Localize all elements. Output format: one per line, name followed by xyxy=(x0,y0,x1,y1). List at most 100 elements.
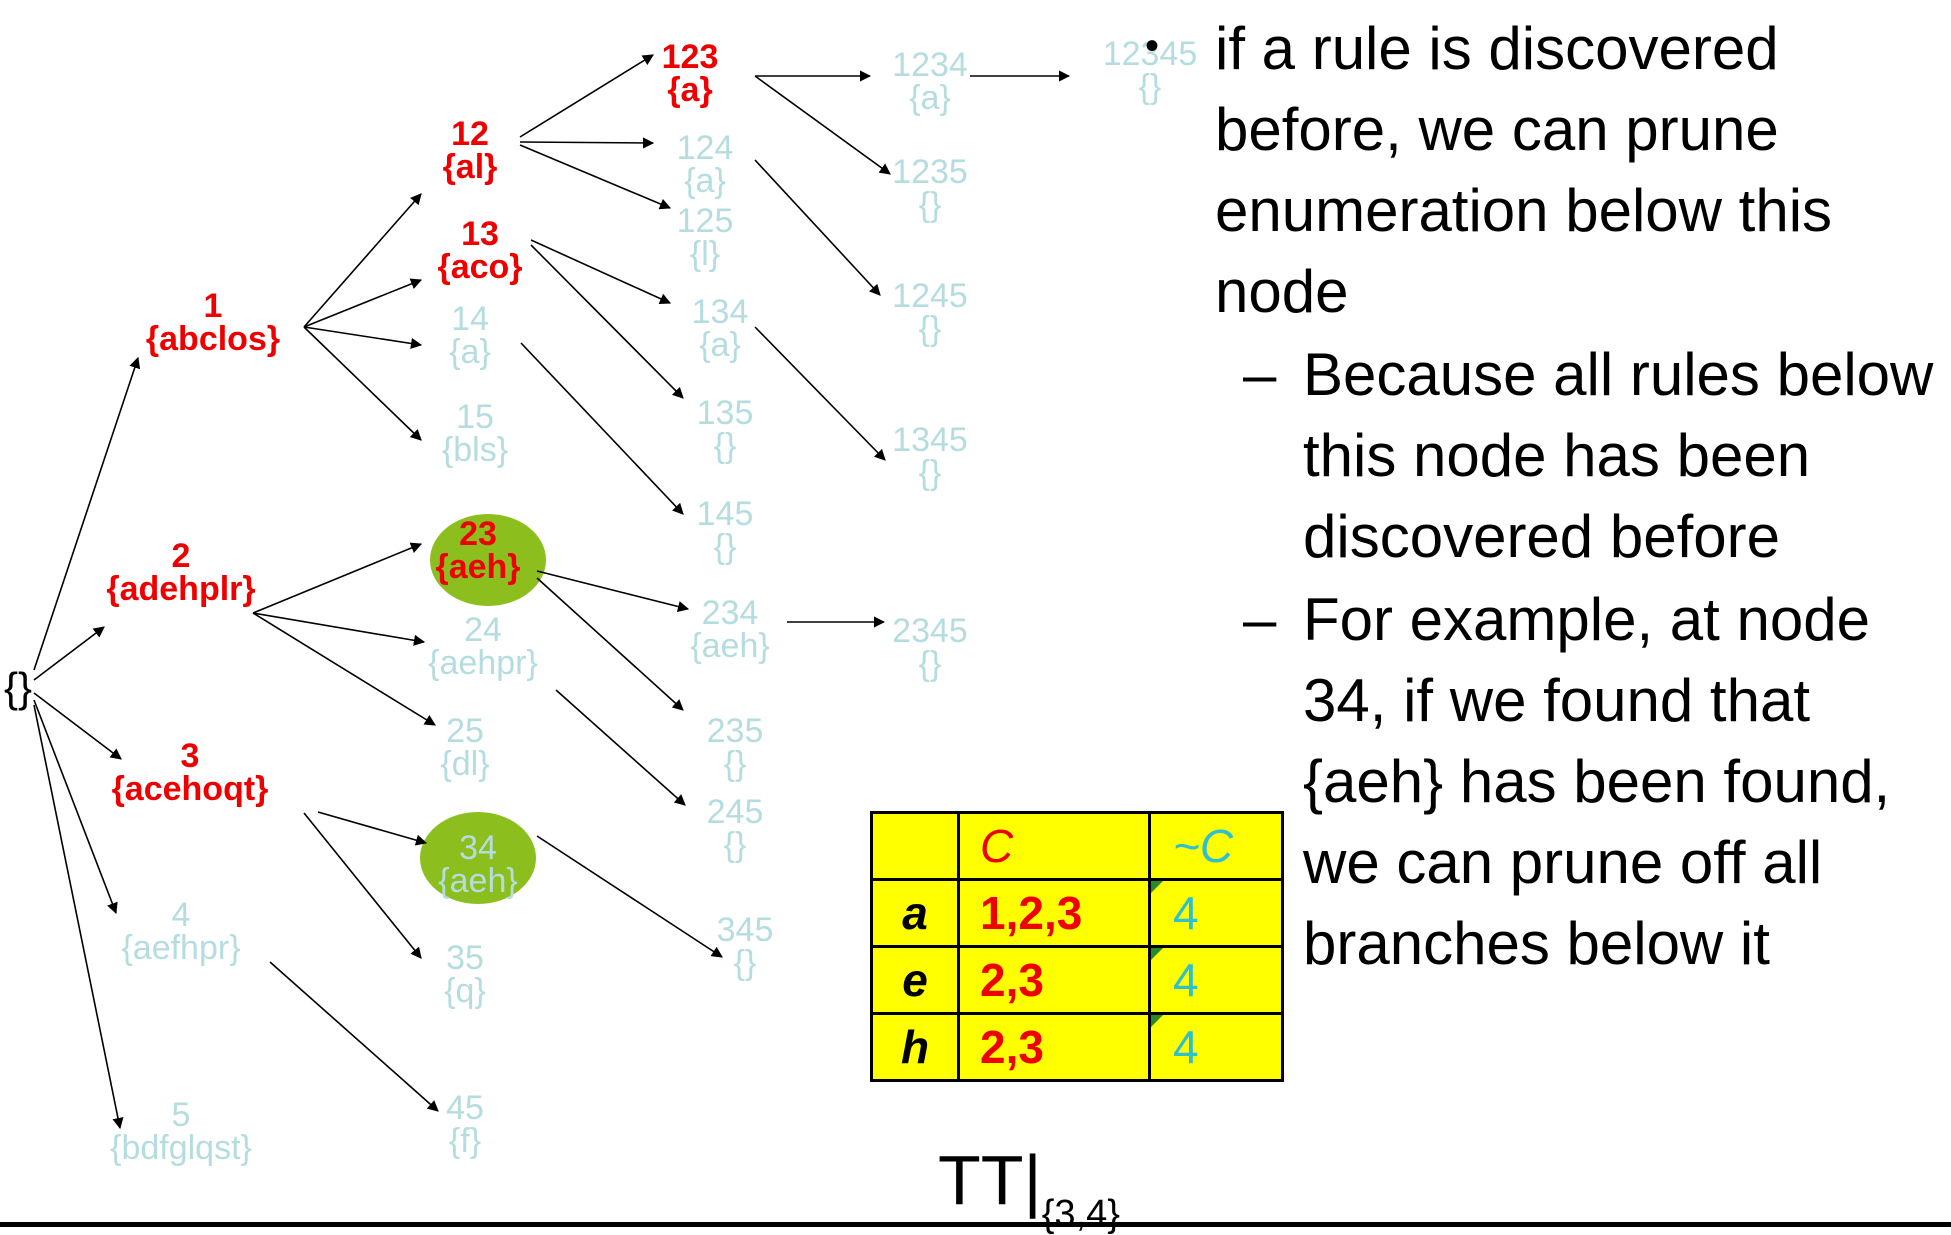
edge-24-to-245 xyxy=(555,689,686,806)
tree-node-set: {acehoqt} xyxy=(112,770,269,808)
dash-icon: – xyxy=(1243,341,1277,408)
tree-node-set: {aehpr} xyxy=(428,644,538,682)
tree-node-14: 14{a} xyxy=(449,300,491,371)
tree-node-25: 25{dl} xyxy=(440,712,489,783)
edge-1-to-14 xyxy=(303,326,423,350)
tree-node-1: 1{abclos} xyxy=(146,287,280,358)
tree-node-2: 2{adehplr} xyxy=(106,537,255,608)
edge-12-to-124 xyxy=(519,137,655,149)
tree-node-set: {l} xyxy=(690,235,720,273)
tree-node-set: {} xyxy=(1139,68,1162,106)
corner-marker-icon xyxy=(1151,1015,1163,1027)
table-notc-cell: 4 xyxy=(1148,878,1284,948)
tree-node-id: 23 xyxy=(459,515,497,553)
tree-node-set: {a} xyxy=(667,71,712,109)
corner-marker-icon xyxy=(1151,881,1163,893)
tree-node-235: 235{} xyxy=(707,712,764,783)
edge-1-to-13 xyxy=(303,278,423,328)
tree-node-123: 123{a} xyxy=(662,38,719,109)
edge-root-to-1 xyxy=(33,356,141,671)
tree-node-set: {bls} xyxy=(442,431,508,469)
main-bullet-text: if a rule is discovered before, we can p… xyxy=(1215,15,1833,325)
table-row: a 1,2,3 4 xyxy=(870,878,1284,948)
tree-node-id: 145 xyxy=(697,495,754,533)
edge-134-to-1345 xyxy=(754,326,886,461)
tree-node-set: {q} xyxy=(444,972,486,1010)
tree-node-135: 135{} xyxy=(697,394,754,465)
edge-12-to-125 xyxy=(519,144,672,210)
edge-4-to-45 xyxy=(269,961,439,1112)
edge-root-to-5 xyxy=(33,704,124,1130)
table-caption: TT|{3,4} xyxy=(938,1140,1120,1235)
tree-node-set: {} xyxy=(919,454,942,492)
tree-node-set: {dl} xyxy=(440,745,489,783)
tree-node-id: 123 xyxy=(662,38,719,76)
tree-node-1245: 1245{} xyxy=(892,277,968,348)
tree-node-12345: 12345{} xyxy=(1103,35,1198,106)
tree-node-24: 24{aehpr} xyxy=(428,611,538,682)
tree-node-234: 234{aeh} xyxy=(690,594,769,665)
tree-node-id: 134 xyxy=(692,293,749,331)
tree-node-id: 5 xyxy=(172,1096,191,1134)
tree-node-id: 25 xyxy=(446,712,484,750)
tree-node-1235: 1235{} xyxy=(892,153,968,224)
table-notc-cell: 4 xyxy=(1148,945,1284,1015)
table-header-cell: C xyxy=(957,811,1151,881)
highlight-ellipse-23 xyxy=(430,514,546,606)
tree-node-set: {a} xyxy=(699,326,741,364)
highlight-ellipse-34 xyxy=(420,812,536,904)
edge-2-to-25 xyxy=(252,612,436,726)
tree-node-set: {aefhpr} xyxy=(121,929,240,967)
tree-node-id: 1235 xyxy=(892,153,968,191)
edge-23-to-235 xyxy=(536,577,684,711)
tree-node-set: {adehplr} xyxy=(106,570,255,608)
tree-node-set: {} xyxy=(724,745,747,783)
tree-node-1345: 1345{} xyxy=(892,421,968,492)
edge-23-to-234 xyxy=(536,570,690,612)
corner-marker-icon xyxy=(1151,948,1163,960)
tree-node-id: 1245 xyxy=(892,277,968,315)
tree-node-id: 345 xyxy=(717,911,774,949)
tree-root-label: {} xyxy=(4,664,32,711)
edge-3-to-34 xyxy=(317,811,428,846)
table-caption-main: TT| xyxy=(938,1141,1042,1219)
edge-2-to-23 xyxy=(252,542,423,614)
tree-node-set: {a} xyxy=(909,79,951,117)
tree-node-23: 23{aeh} xyxy=(435,515,520,586)
slide-bottom-rule xyxy=(0,1222,1951,1227)
table-header-cell: ~C xyxy=(1148,811,1284,881)
tree-node-set: {aco} xyxy=(437,248,522,286)
tree-node-id: 3 xyxy=(181,737,200,775)
tree-node-2345: 2345{} xyxy=(892,612,968,683)
tree-node-345: 345{} xyxy=(717,911,774,982)
tree-node-13: 13{aco} xyxy=(437,215,522,286)
tree-node-4: 4{aefhpr} xyxy=(121,896,240,967)
tree-node-id: 125 xyxy=(677,202,734,240)
tree-node-id: 2 xyxy=(172,537,191,575)
tree-node-145: 145{} xyxy=(697,495,754,566)
edge-124-to-1245 xyxy=(754,159,881,296)
table-row: h 2,3 4 xyxy=(870,1012,1284,1082)
tree-node-134: 134{a} xyxy=(692,293,749,364)
tree-node-id: 24 xyxy=(464,611,502,649)
tree-node-id: 13 xyxy=(461,215,499,253)
tree-node-id: 35 xyxy=(446,939,484,977)
tree-node-set: {} xyxy=(919,645,942,683)
tree-node-id: 245 xyxy=(707,793,764,831)
tree-node-id: 135 xyxy=(697,394,754,432)
tree-node-id: 235 xyxy=(707,712,764,750)
table-item-cell: e xyxy=(870,945,960,1015)
table-caption-subscript: {3,4} xyxy=(1041,1193,1120,1235)
edge-14-to-145 xyxy=(520,342,684,515)
edge-3-to-35 xyxy=(303,812,422,959)
tree-node-set: {bdfglqst} xyxy=(110,1129,252,1167)
edge-13-to-135 xyxy=(530,244,684,399)
sub-bullet-text: Because all rules below this node has be… xyxy=(1303,341,1934,570)
tree-node-125: 125{l} xyxy=(677,202,734,273)
tree-node-set: {aeh} xyxy=(690,627,769,665)
tree-node-set: {} xyxy=(714,427,737,465)
tree-node-45: 45{f} xyxy=(446,1089,484,1160)
tree-node-id: 1234 xyxy=(892,46,968,84)
edge-34-to-345 xyxy=(536,835,723,958)
